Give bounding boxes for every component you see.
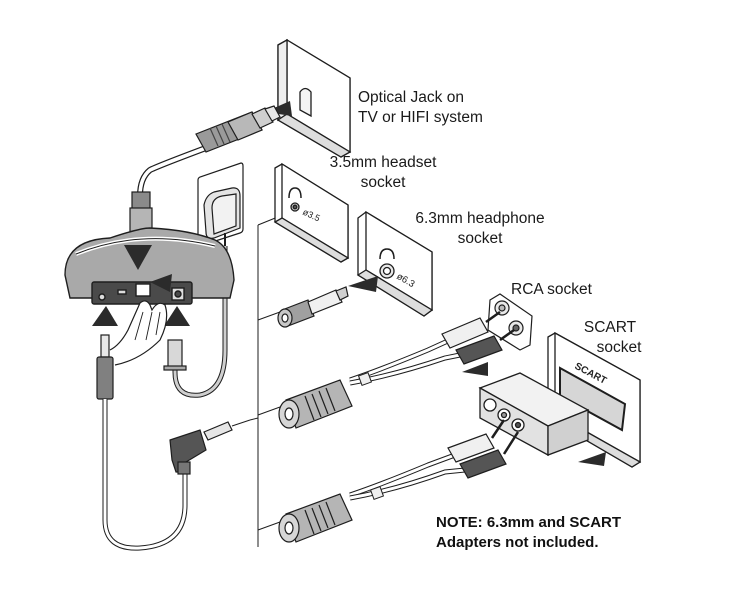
jack-socket-plug — [278, 493, 353, 543]
optical-jack-label-line1: Optical Jack on — [358, 89, 464, 106]
scart-adapter-icon — [478, 372, 590, 457]
arrow-icon — [92, 306, 118, 326]
headset-socket-label-line1: 3.5mm headset — [329, 154, 437, 171]
jack-socket-plug — [278, 379, 353, 429]
rca-y-cable — [278, 310, 515, 429]
audio-cable — [102, 399, 188, 551]
rca-plug-icon — [455, 328, 515, 365]
note-line2: Adapters not included. — [436, 534, 599, 551]
rca-socket-label: RCA socket — [511, 280, 592, 300]
scart-socket-label-line1: SCART — [583, 319, 637, 336]
arrow-icon — [462, 362, 488, 376]
rca-socket-label-line1: RCA socket — [511, 281, 592, 298]
optical-plug-icon — [195, 105, 281, 153]
optical-wall-box — [276, 38, 352, 158]
headphone-icon — [379, 248, 395, 260]
optical-cable — [129, 105, 281, 242]
headphone-socket-label: 6.3mm headphone socket — [410, 209, 550, 249]
arrow-icon — [348, 276, 378, 292]
scart-socket-label: SCART socket — [570, 318, 650, 358]
transmitter-base — [64, 227, 235, 305]
rca-y-cable — [278, 419, 520, 543]
scart-socket-label-line2: socket — [596, 339, 642, 356]
headset-socket-label: 3.5mm headset socket — [323, 153, 443, 193]
optical-jack-label-line2: TV or HIFI system — [358, 109, 483, 126]
rca-wall-plate — [487, 293, 533, 351]
optical-jack-label: Optical Jack on TV or HIFI system — [358, 88, 483, 128]
headphone-socket-label-line1: 6.3mm headphone — [415, 210, 545, 227]
hand-icon — [109, 300, 168, 366]
headphone-socket-label-line2: socket — [457, 230, 503, 247]
rca-plug-icon — [441, 310, 501, 349]
optical-plug-icon — [129, 191, 153, 242]
headset-wall-box: ø3.5 — [273, 162, 350, 263]
arrow-icon — [578, 452, 606, 466]
jack-plug-icon — [163, 339, 187, 371]
guide-lines — [249, 209, 296, 547]
headphone-icon — [288, 187, 302, 199]
jack-plug-icon — [169, 419, 251, 475]
note-line1: NOTE: 6.3mm and SCART — [436, 514, 622, 531]
rca-plug-icon — [459, 431, 520, 479]
arrow-icon — [150, 274, 172, 292]
power-adapter-icon — [197, 162, 244, 247]
jack-adapter — [277, 286, 349, 328]
jack-plug-icon — [96, 334, 114, 400]
rca-plug-icon — [447, 419, 506, 463]
arrow-icon — [124, 245, 152, 270]
arrow-icon — [164, 306, 190, 326]
headset-socket-label-line2: socket — [360, 174, 406, 191]
adapter-note: NOTE: 6.3mm and SCART Adapters not includ… — [436, 513, 621, 553]
